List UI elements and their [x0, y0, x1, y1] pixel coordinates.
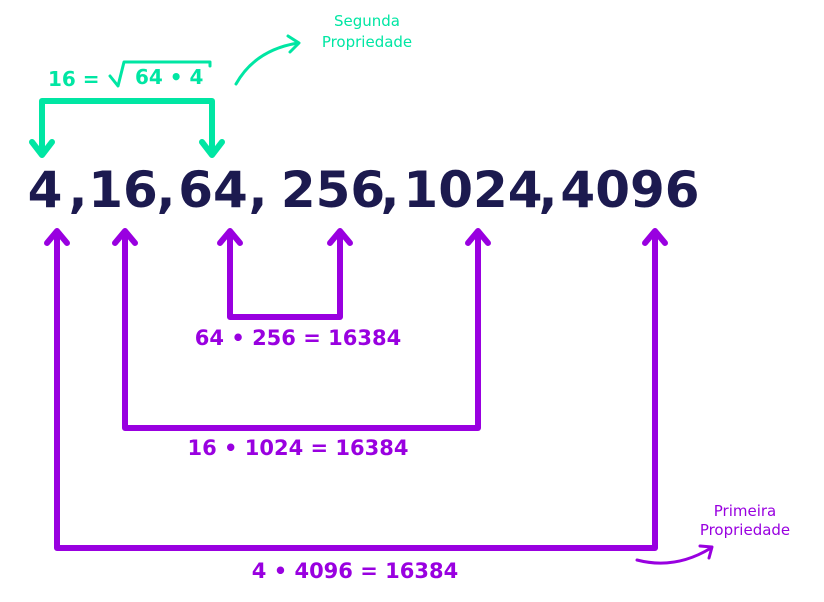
second-property [29, 34, 301, 158]
arrow-head-icon [286, 34, 301, 54]
comma: , [539, 161, 558, 219]
comma: , [157, 161, 176, 219]
second-property-title-1: Segunda [334, 12, 400, 30]
arrow-up-icon [217, 228, 243, 246]
product-16-1024: 16 • 1024 = 16384 [188, 436, 409, 460]
curved-arrow-icon [234, 41, 300, 86]
arrow-head-icon [698, 544, 714, 560]
sequence: 4 , 16 , 64 , 256 , 1024 , 4096 [28, 161, 700, 219]
arrow-up-icon [327, 228, 353, 246]
arrow-up-icon [112, 228, 138, 246]
curved-arrow-icon [635, 546, 713, 565]
comma: , [249, 161, 268, 219]
second-property-lhs: 16 = [48, 67, 100, 91]
term-5: 1024 [403, 161, 542, 219]
term-6: 4096 [560, 161, 699, 219]
first-property [44, 228, 714, 565]
arrow-up-icon [642, 228, 668, 246]
first-property-title-1: Primeira [714, 502, 776, 520]
term-3: 64 [178, 161, 248, 219]
product-64-256: 64 • 256 = 16384 [195, 326, 401, 350]
term-4: 256 [281, 161, 385, 219]
term-2: 16 [88, 161, 158, 219]
bracket-4-4096 [54, 233, 658, 551]
bracket-4-64 [39, 98, 215, 153]
square-root-icon [108, 60, 212, 88]
second-property-title-2: Propriedade [322, 33, 412, 51]
arrow-down-icon [29, 139, 55, 158]
bracket-16-1024 [122, 233, 481, 431]
comma: , [381, 161, 400, 219]
product-4-4096: 4 • 4096 = 16384 [252, 559, 458, 583]
second-property-radicand: 64 • 4 [135, 65, 203, 89]
bracket-64-256 [227, 233, 343, 320]
arrow-down-icon [199, 139, 225, 158]
term-1: 4 [28, 161, 63, 219]
arrow-up-icon [465, 228, 491, 246]
arrow-up-icon [44, 228, 70, 246]
first-property-title-2: Propriedade [700, 521, 790, 539]
comma: , [69, 161, 88, 219]
